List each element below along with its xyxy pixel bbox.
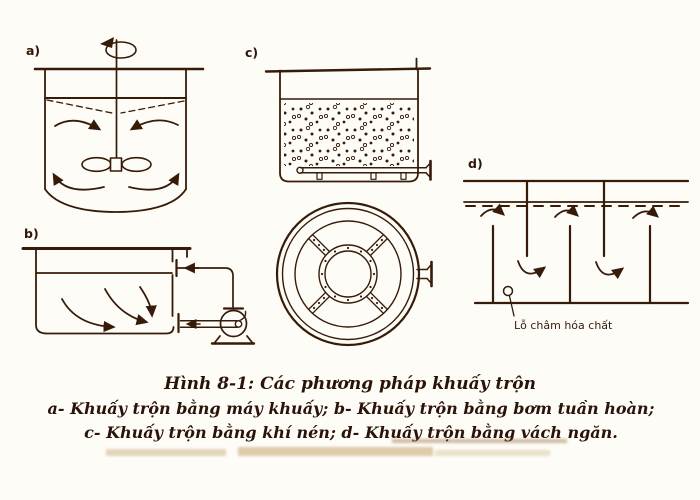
recirculation-piping	[175, 258, 245, 334]
top-baffles	[525, 179, 606, 258]
bottom-baffles	[491, 224, 652, 305]
center-ring-holes	[320, 246, 376, 302]
center-ring-inner	[324, 250, 372, 298]
tank-b	[21, 247, 192, 335]
flow-arrows-d	[480, 203, 660, 280]
vortex-dashed-lines	[46, 99, 185, 114]
distribution-ring	[294, 220, 402, 328]
air-bubbles	[284, 103, 414, 166]
panel-label-d: d)	[468, 156, 483, 171]
flow-arrows-a	[52, 119, 180, 191]
caption-line2: a- Khuấy trộn bằng máy khuấy; b- Khuấy t…	[48, 398, 655, 418]
air-feed-stub	[416, 260, 433, 288]
sparger-pipe	[296, 159, 432, 181]
panel-c-ring-sparger-top-view	[275, 201, 433, 347]
caption-line3: c- Khuấy trộn bằng khí nén; d- Khuấy trộ…	[84, 422, 618, 442]
tank-wall-inner	[281, 207, 415, 341]
caption: Hình 8-1: Các phương pháp khuấy trộn a- …	[48, 374, 655, 442]
caption-title: Hình 8-1: Các phương pháp khuấy trộn	[163, 374, 536, 394]
panel-label-c: c)	[245, 45, 258, 60]
panel-c-compressed-air: c)	[245, 45, 432, 183]
pump-icon	[179, 309, 256, 345]
sparger-spokes	[307, 233, 389, 315]
panel-a-mechanical-mixer: a)	[26, 37, 205, 213]
rotation-arrow-icon	[100, 37, 137, 59]
tank-c-lid	[264, 67, 432, 73]
tank-wall-outer	[275, 201, 421, 347]
return-pipe	[177, 267, 234, 308]
panel-d-baffle-channel: d) Lỗ châm hóa chất	[462, 156, 690, 332]
tank-c	[264, 57, 432, 183]
dosing-hole	[502, 285, 514, 297]
dosing-label: Lỗ châm hóa chất	[514, 319, 613, 332]
tank-a	[33, 67, 205, 213]
ghost-bleed-through	[106, 439, 567, 456]
pipe-end-cap	[296, 166, 304, 175]
panel-b-pump-circulation: b)	[21, 226, 256, 345]
center-ring-outer	[318, 244, 378, 304]
dosing-leader-line	[508, 295, 515, 317]
panel-label-b: b)	[24, 226, 39, 241]
impeller-icon	[81, 156, 152, 173]
tank-a-dished-bottom	[44, 188, 187, 213]
panel-label-a: a)	[26, 43, 40, 58]
flow-arrows-b	[61, 286, 157, 333]
